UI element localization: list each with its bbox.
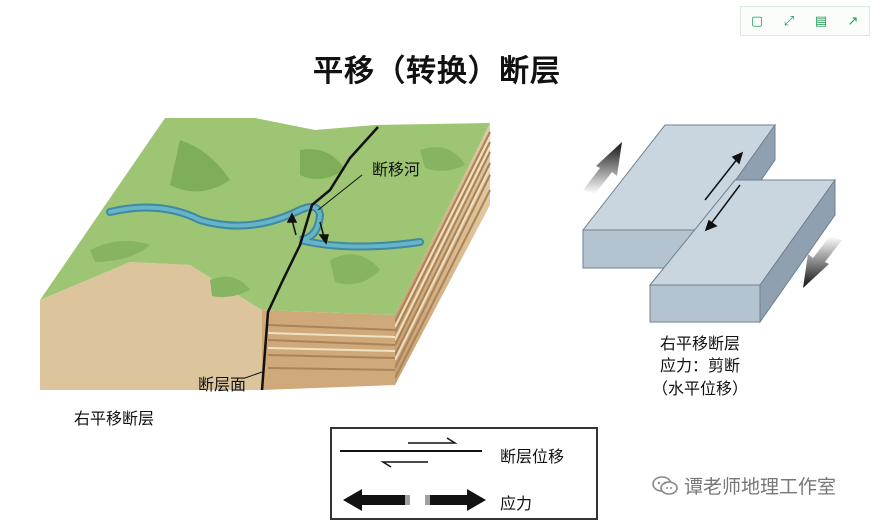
share-icon[interactable]: ↗	[847, 13, 859, 29]
block-caption: 右平移断层	[74, 409, 155, 428]
grass-surface	[40, 118, 490, 315]
copy-icon[interactable]: ▢	[750, 13, 764, 29]
legend-displacement-label: 断层位移	[500, 447, 565, 466]
plate-caption-line-3: （水平位移）	[652, 379, 749, 398]
stress-arrow-up	[583, 142, 622, 194]
front-soil-face	[40, 262, 396, 390]
fault-block-diagram	[40, 118, 491, 391]
fullscreen-icon[interactable]: ⤢	[783, 13, 795, 29]
diagram-title: 平移（转换）断层	[313, 54, 561, 89]
save-icon[interactable]: ▤	[814, 13, 828, 29]
river-label: 断移河	[372, 160, 421, 179]
river-label-pointer	[317, 174, 363, 211]
fault-plane-label: 断层面	[198, 375, 247, 394]
stress-arrow-left	[343, 489, 410, 511]
stress-arrow-right	[425, 489, 486, 511]
legend-box	[330, 427, 598, 520]
plate-diagram	[581, 123, 842, 324]
image-toolbar: ▢ ⤢ ▤ ↗	[740, 6, 870, 36]
stress-arrow-down	[803, 236, 842, 288]
watermark-text: 谭老师地理工作室	[684, 476, 837, 498]
legend-stress-label: 应力	[500, 494, 533, 513]
fault-plane-pointer	[244, 371, 263, 379]
watermark: 谭老师地理工作室	[652, 472, 836, 499]
plate-caption-line-1: 右平移断层	[660, 334, 741, 353]
strata-side-face	[394, 123, 491, 385]
fault-trace	[260, 126, 379, 391]
fault-motion-arrows	[286, 212, 329, 245]
half-arrow-right	[408, 437, 458, 444]
right-plate	[648, 178, 836, 324]
plate-slip-arrows	[704, 151, 744, 232]
legend-graphics	[330, 427, 598, 520]
plate-caption-line-2: 应力：剪断	[660, 356, 741, 375]
wechat-icon	[652, 475, 678, 495]
half-arrow-left	[380, 461, 428, 468]
